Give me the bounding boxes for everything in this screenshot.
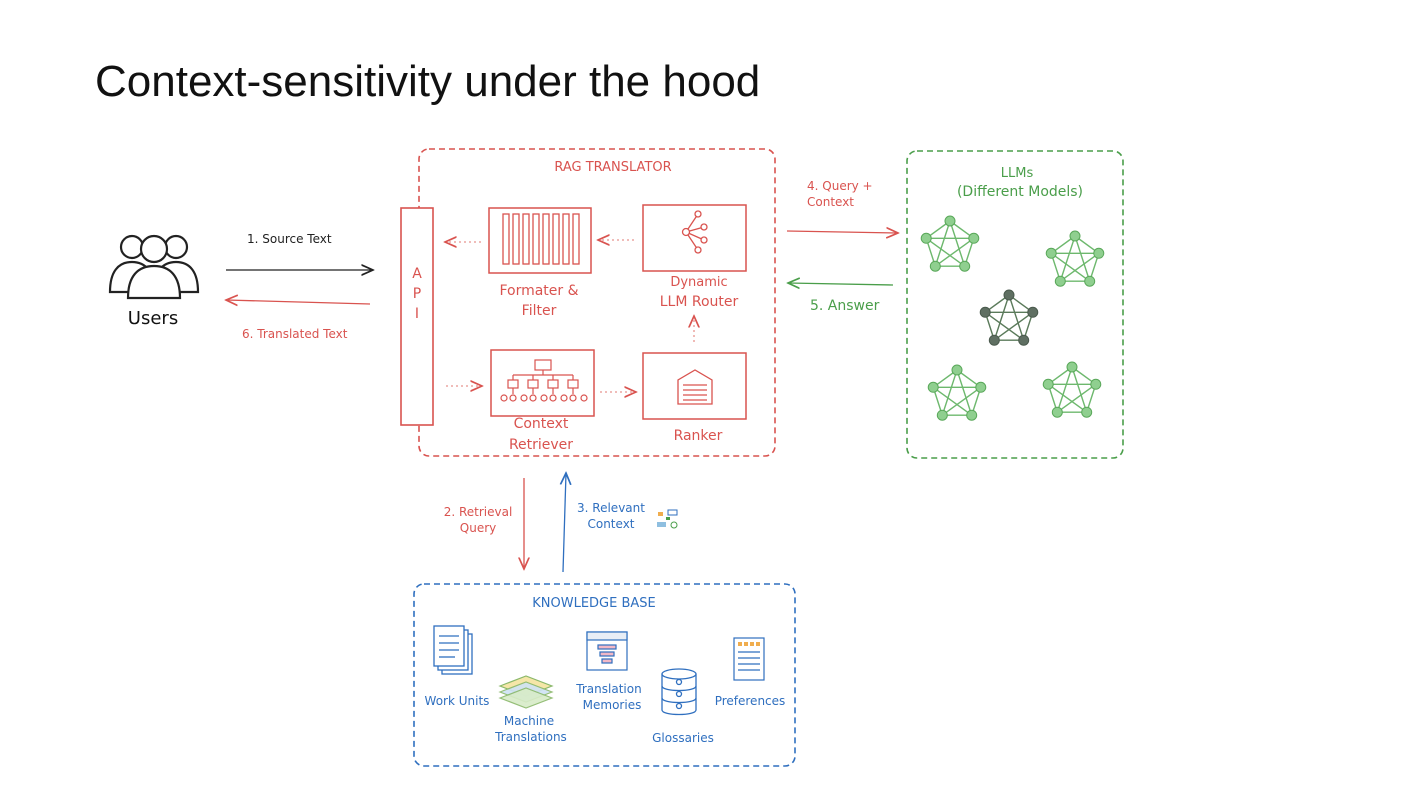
llm-network-icons (920, 215, 1105, 421)
users-label: Users (128, 308, 178, 329)
internal-flow-arrows (445, 240, 694, 392)
query-context-label-1: 4. Query + (807, 179, 873, 193)
router-icon (681, 210, 708, 254)
query-context-arrow (786, 231, 898, 233)
api-letter-a: A (412, 266, 422, 282)
formatter-filter-box (488, 207, 592, 274)
knowledge-base-title: KNOWLEDGE BASE (532, 596, 656, 611)
rag-translator-title: RAG TRANSLATOR (554, 160, 671, 175)
hierarchy-icon (500, 359, 588, 402)
router-label-1: Dynamic (670, 275, 727, 290)
relevant-context-arrow (563, 473, 566, 573)
knowledge-base-container (413, 583, 796, 767)
archive-icon (586, 631, 628, 671)
neural-network-icon (1042, 361, 1102, 418)
database-icon (661, 668, 697, 716)
llms-title-1: LLMs (1001, 166, 1034, 181)
preferences-label: Preferences (715, 694, 786, 708)
retrieval-query-label-1: 2. Retrieval (444, 505, 513, 519)
ranker-label: Ranker (674, 428, 723, 444)
retriever-label-2: Retriever (509, 437, 573, 453)
translation-memories-label-1: Translation (575, 682, 641, 696)
machine-translations-label-1: Machine (504, 714, 554, 728)
glossaries-label: Glossaries (652, 731, 714, 745)
llms-container (906, 150, 1124, 459)
answer-arrow (788, 283, 894, 285)
formatter-filter-icon (502, 213, 580, 265)
api-letter-p: P (413, 286, 421, 302)
relevant-context-label-2: Context (587, 517, 634, 531)
neural-network-icon (927, 364, 987, 421)
formatter-label-1: Formater & (499, 283, 578, 299)
translation-memories-label-2: Memories (583, 698, 642, 712)
source-text-label: 1. Source Text (247, 232, 332, 246)
translated-text-arrow (226, 300, 371, 304)
layers-icon (498, 675, 554, 709)
llms-title-2: (Different Models) (957, 184, 1083, 200)
machine-translations-label-2: Translations (494, 730, 567, 744)
neural-network-icon (979, 289, 1039, 346)
query-context-label-2: Context (807, 195, 854, 209)
router-label-2: LLM Router (660, 294, 739, 310)
retrieval-query-label-2: Query (460, 521, 496, 535)
retriever-label-1: Context (514, 416, 569, 432)
api-letter-i: I (415, 306, 419, 322)
answer-label: 5. Answer (810, 298, 880, 314)
users-icon (108, 234, 200, 300)
rag-translator-container (418, 148, 776, 457)
formatter-label-2: Filter (522, 303, 557, 319)
page-title: Context-sensitivity under the hood (95, 57, 760, 106)
neural-network-icon (1045, 230, 1105, 287)
ranker-icon (677, 369, 713, 405)
preferences-icon (733, 637, 765, 681)
neural-network-icon (920, 215, 980, 272)
context-chunks-icon (657, 509, 678, 529)
llm-router-box (642, 204, 747, 272)
relevant-context-label-1: 3. Relevant (577, 501, 645, 515)
translated-text-label: 6. Translated Text (242, 327, 348, 341)
api-block (400, 207, 434, 426)
work-units-label: Work Units (425, 694, 490, 708)
documents-icon (433, 625, 473, 675)
